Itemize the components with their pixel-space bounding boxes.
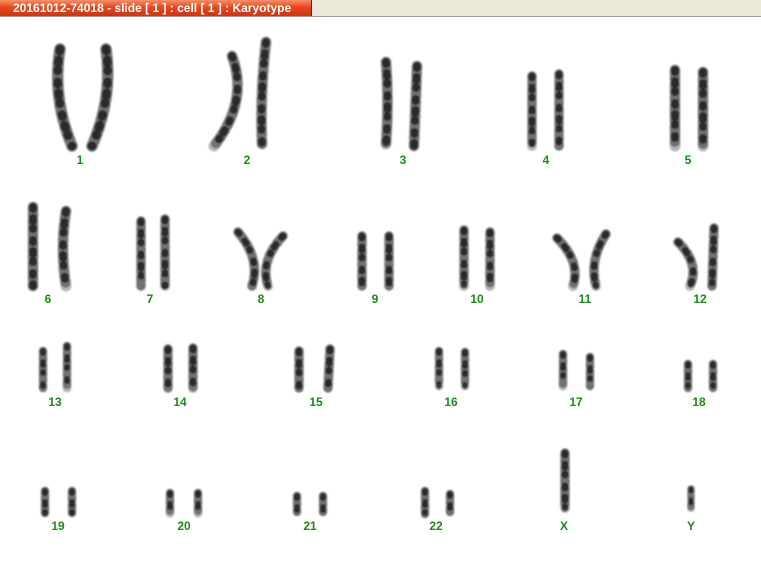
chromosome-1-2-band: [87, 44, 113, 151]
chromosome-pair-12[interactable]: [673, 223, 719, 291]
chromosome-pair-11[interactable]: [552, 229, 611, 291]
chromosome-8-2-band: [262, 232, 287, 290]
chromosome-label-7: 7: [146, 292, 154, 306]
chromosome-label-15: 15: [309, 395, 323, 409]
chromosome-pair-4[interactable]: [527, 69, 564, 151]
chromosome-11-2-band: [590, 230, 610, 290]
chromosome-label-21: 21: [303, 519, 317, 533]
chromosome-8-1-band: [234, 228, 258, 290]
chromosome-12-2-band: [708, 224, 718, 290]
chromosome-2-2-band: [257, 38, 270, 148]
chromosome-1-1-band: [53, 44, 77, 151]
chromosome-pair-3[interactable]: [380, 56, 423, 152]
chromosome-label-13: 13: [48, 395, 62, 409]
chromosome-label-9: 9: [371, 292, 379, 306]
chromosome-pair-5[interactable]: [669, 64, 709, 152]
chromosome-label-1: 1: [76, 153, 84, 167]
chromosome-pair-19[interactable]: [40, 486, 77, 518]
chromosome-label-20: 20: [177, 519, 191, 533]
chromosome-pair-8[interactable]: [233, 227, 288, 291]
chromosome-label-4: 4: [542, 153, 550, 167]
chromosome-label-16: 16: [444, 395, 458, 409]
chromosome-label-17: 17: [569, 395, 583, 409]
chromosome-label-X: X: [559, 519, 569, 533]
chromosome-pair-14[interactable]: [163, 343, 198, 393]
window-title-tab[interactable]: 20161012-74018 - slide [ 1 ] : cell [ 1 …: [0, 0, 312, 16]
chromosome-3-1-band: [382, 58, 392, 148]
chromosome-pair-20[interactable]: [165, 488, 203, 518]
chromosome-label-14: 14: [173, 395, 187, 409]
chromosome-pair-18[interactable]: [683, 359, 718, 393]
chromosome-label-5: 5: [684, 153, 692, 167]
chromosome-11-1-band: [553, 234, 579, 290]
chromosome-pair-15[interactable]: [294, 344, 335, 393]
chromosome-label-6: 6: [44, 292, 52, 306]
karyotype-canvas: [27, 36, 719, 519]
chromosome-pair-7[interactable]: [135, 214, 171, 291]
chromosome-pair-17[interactable]: [558, 349, 595, 391]
chromosome-label-19: 19: [51, 519, 65, 533]
chromosome-label-Y: Y: [686, 519, 696, 533]
window-title: 20161012-74018 - slide [ 1 ] : cell [ 1 …: [13, 1, 292, 15]
chromosome-label-11: 11: [578, 292, 592, 306]
chromosome-pair-16[interactable]: [434, 346, 470, 391]
chromosome-label-3: 3: [399, 153, 407, 167]
chromosome-label-22: 22: [429, 519, 443, 533]
chromosome-pair-1[interactable]: [51, 43, 114, 152]
chromosome-3-2-band: [410, 62, 421, 150]
chromosome-15-2-band: [324, 345, 334, 392]
chromosome-12-1-band: [674, 238, 697, 290]
chromosome-pair-6[interactable]: [27, 201, 72, 292]
chromosome-pair-9[interactable]: [356, 231, 394, 291]
title-bar: 20161012-74018 - slide [ 1 ] : cell [ 1 …: [0, 0, 761, 17]
chromosome-pair-2[interactable]: [208, 36, 272, 152]
chromosome-pair-21[interactable]: [292, 491, 328, 517]
chromosome-label-2: 2: [243, 153, 251, 167]
chromosome-label-18: 18: [692, 395, 706, 409]
chromosome-label-12: 12: [693, 292, 707, 306]
chromosome-2-1-band: [210, 52, 242, 150]
chromosome-pair-22[interactable]: [420, 486, 455, 519]
chromosome-pair-13[interactable]: [38, 341, 72, 393]
chromosome-label-10: 10: [470, 292, 484, 306]
chromosome-6-2-band: [59, 207, 70, 290]
chromosome-pair-10[interactable]: [458, 225, 495, 291]
chromosome-label-8: 8: [257, 292, 265, 306]
